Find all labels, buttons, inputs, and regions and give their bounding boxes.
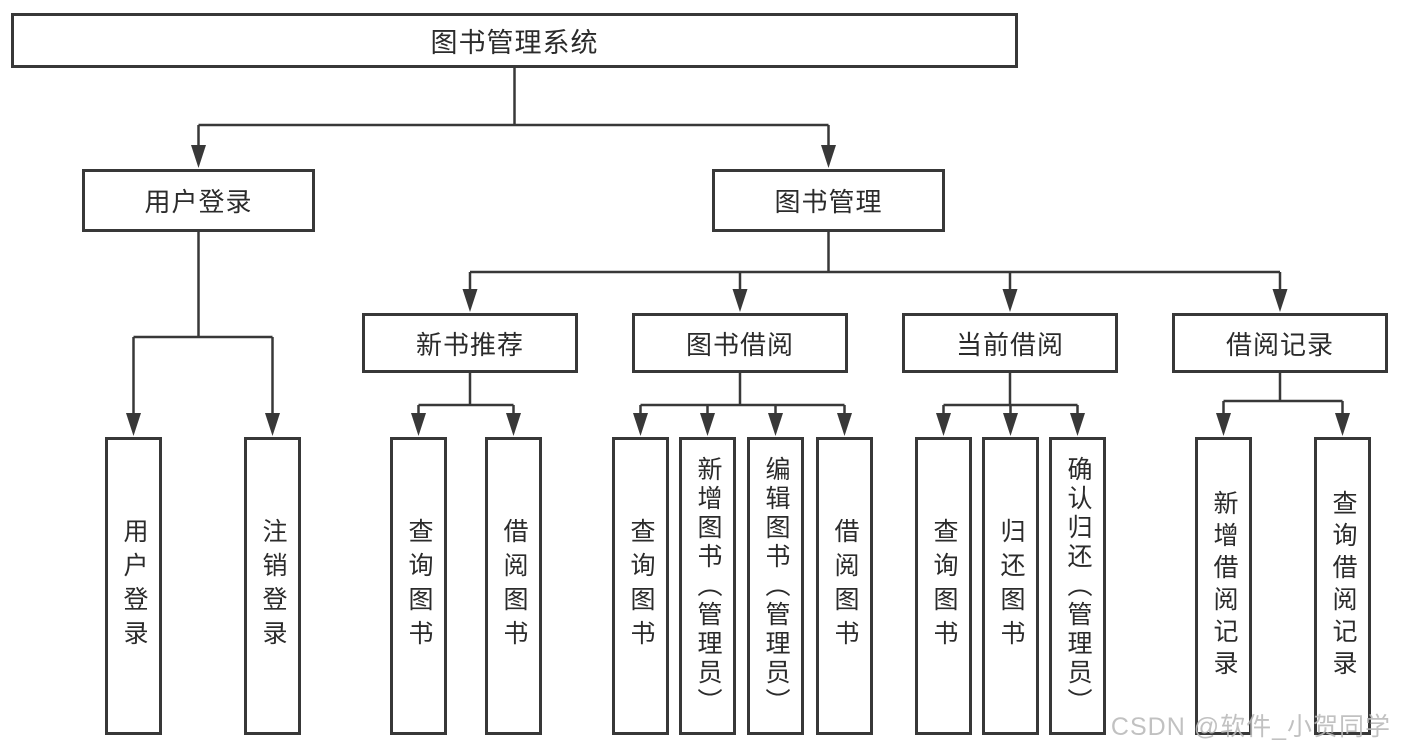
- leaf-query-books-recommend-label: 查询图书: [405, 518, 433, 654]
- node-user-login: 用户登录: [82, 169, 315, 232]
- node-user-login-label: 用户登录: [144, 187, 253, 217]
- leaf-query-books-borrow-label: 查询图书: [627, 518, 655, 654]
- node-borrow-records-label: 借阅记录: [1225, 329, 1334, 360]
- leaf-add-borrow-record: 新增借阅记录: [1195, 437, 1252, 735]
- node-borrow-records: 借阅记录: [1172, 313, 1388, 373]
- leaf-borrow-books-recommend-label: 借阅图书: [500, 518, 528, 654]
- leaf-add-book-admin-label: 新增图书（管理员）: [694, 455, 722, 717]
- leaf-query-borrow-record: 查询借阅记录: [1314, 437, 1371, 735]
- leaf-user-login: 用户登录: [105, 437, 162, 735]
- leaf-query-books-current-label: 查询图书: [930, 518, 958, 654]
- leaf-query-books-borrow: 查询图书: [612, 437, 669, 735]
- leaf-return-book: 归还图书: [982, 437, 1039, 735]
- leaf-confirm-return-admin: 确认归还（管理员）: [1049, 437, 1106, 735]
- node-book-management-label: 图书管理: [774, 187, 883, 217]
- leaf-query-borrow-record-label: 查询借阅记录: [1329, 490, 1357, 682]
- leaf-confirm-return-admin-label: 确认归还（管理员）: [1064, 455, 1092, 717]
- leaf-query-books-recommend: 查询图书: [390, 437, 447, 735]
- leaf-logout: 注销登录: [244, 437, 301, 735]
- leaf-borrow-books-recommend: 借阅图书: [485, 437, 542, 735]
- node-book-management: 图书管理: [712, 169, 945, 232]
- node-book-borrow: 图书借阅: [632, 313, 848, 373]
- leaf-add-book-admin: 新增图书（管理员）: [679, 437, 736, 735]
- node-new-book-recommend-label: 新书推荐: [415, 329, 524, 360]
- leaf-borrow-books-borrow: 借阅图书: [816, 437, 873, 735]
- node-root-label: 图书管理系统: [430, 28, 599, 58]
- leaf-borrow-books-borrow-label: 借阅图书: [831, 518, 859, 654]
- node-current-borrow: 当前借阅: [902, 313, 1118, 373]
- leaf-user-login-label: 用户登录: [120, 518, 148, 654]
- csdn-watermark: CSDN @软件_小贺同学: [1110, 713, 1391, 741]
- leaf-add-borrow-record-label: 新增借阅记录: [1210, 490, 1238, 682]
- leaf-edit-book-admin-label: 编辑图书（管理员）: [762, 455, 790, 717]
- node-book-borrow-label: 图书借阅: [685, 329, 794, 360]
- node-new-book-recommend: 新书推荐: [362, 313, 578, 373]
- leaf-logout-label: 注销登录: [259, 518, 287, 654]
- leaf-return-book-label: 归还图书: [997, 518, 1025, 654]
- node-root-system: 图书管理系统: [11, 13, 1018, 68]
- leaf-edit-book-admin: 编辑图书（管理员）: [747, 437, 804, 735]
- leaf-query-books-current: 查询图书: [915, 437, 972, 735]
- node-current-borrow-label: 当前借阅: [955, 329, 1064, 360]
